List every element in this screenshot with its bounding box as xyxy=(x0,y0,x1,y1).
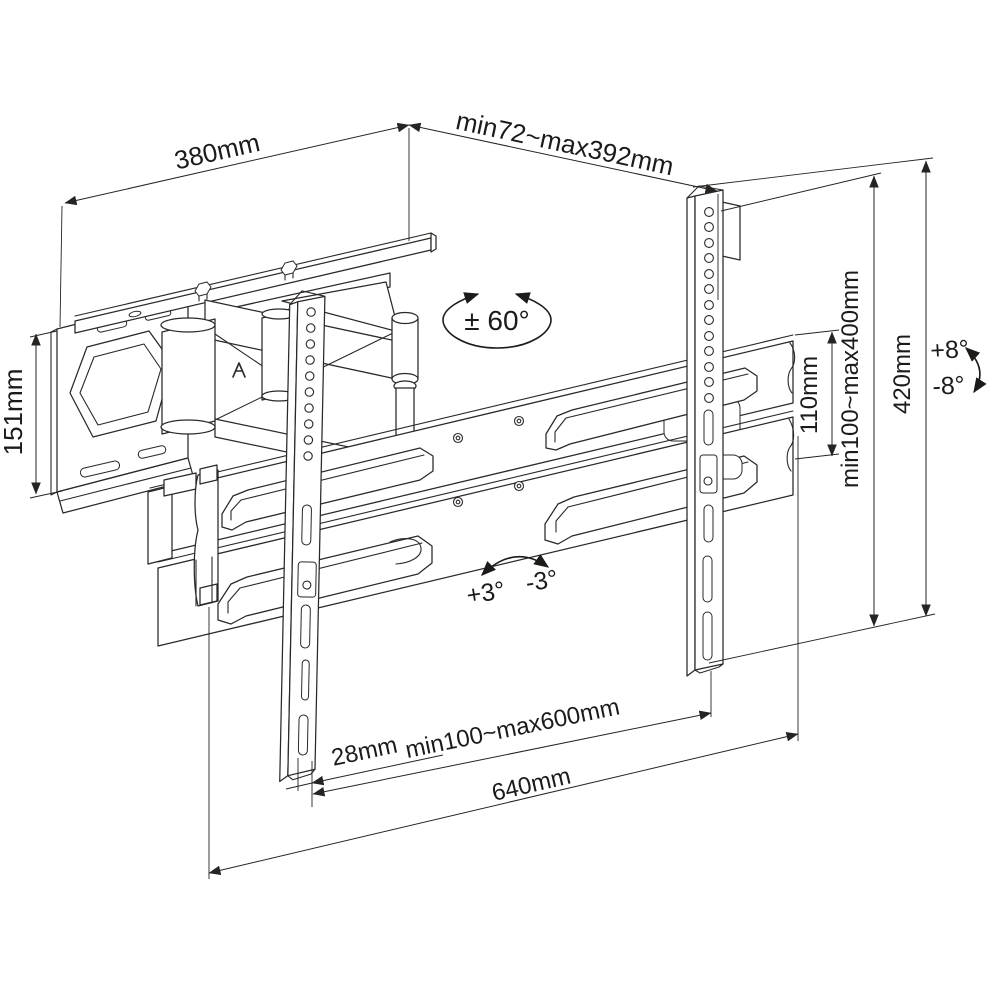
tilt-annotation: +8° -8° xyxy=(930,335,987,401)
swivel-label: ± 60° xyxy=(464,305,530,336)
top-arm-bar xyxy=(74,232,437,334)
tilt-up-label: +8° xyxy=(930,335,970,365)
level-minus-label: -3° xyxy=(524,565,560,598)
arm-column xyxy=(261,308,297,402)
tilt-down-label: -8° xyxy=(932,371,966,401)
dim-label-plate-height: 151mm xyxy=(0,369,28,456)
arm-truss xyxy=(281,281,400,333)
dim-total-height: 420mm xyxy=(692,157,936,664)
arm-arrow-mark xyxy=(232,362,246,378)
vesa-holes xyxy=(704,207,714,403)
right-vesa-rail xyxy=(686,185,741,677)
dim-label-total-width: 640mm xyxy=(489,763,573,807)
left-vesa-rail xyxy=(279,290,326,783)
latch-hook xyxy=(389,538,422,565)
dim-vesa-vertical: min100~max400mm xyxy=(720,172,882,627)
rail-cutout xyxy=(217,535,433,625)
dim-label-edge-offset: 28mm xyxy=(329,732,400,772)
rail-cutout xyxy=(221,447,434,531)
dim-label-total-height: 420mm xyxy=(889,334,916,414)
level-plus-label: +3° xyxy=(465,576,507,610)
rail-end-caps xyxy=(147,464,219,607)
dim-label-arm-extension: min72~max392mm xyxy=(453,105,676,181)
vesa-screws xyxy=(452,415,525,444)
level-annotation: +3° -3° xyxy=(465,554,560,610)
dim-label-rail-height: 110mm xyxy=(796,356,823,434)
dim-label-vesa-vertical: min100~max400mm xyxy=(837,270,864,488)
vesa-screws xyxy=(452,480,525,508)
dim-arm-extension: min72~max392mm xyxy=(408,105,719,300)
vesa-holes xyxy=(303,307,316,461)
arm-column xyxy=(160,317,216,435)
swivel-annotation: ± 60° xyxy=(442,292,552,349)
dim-rail-height: 110mm xyxy=(794,329,840,460)
dim-plate-height: 151mm xyxy=(0,330,63,499)
